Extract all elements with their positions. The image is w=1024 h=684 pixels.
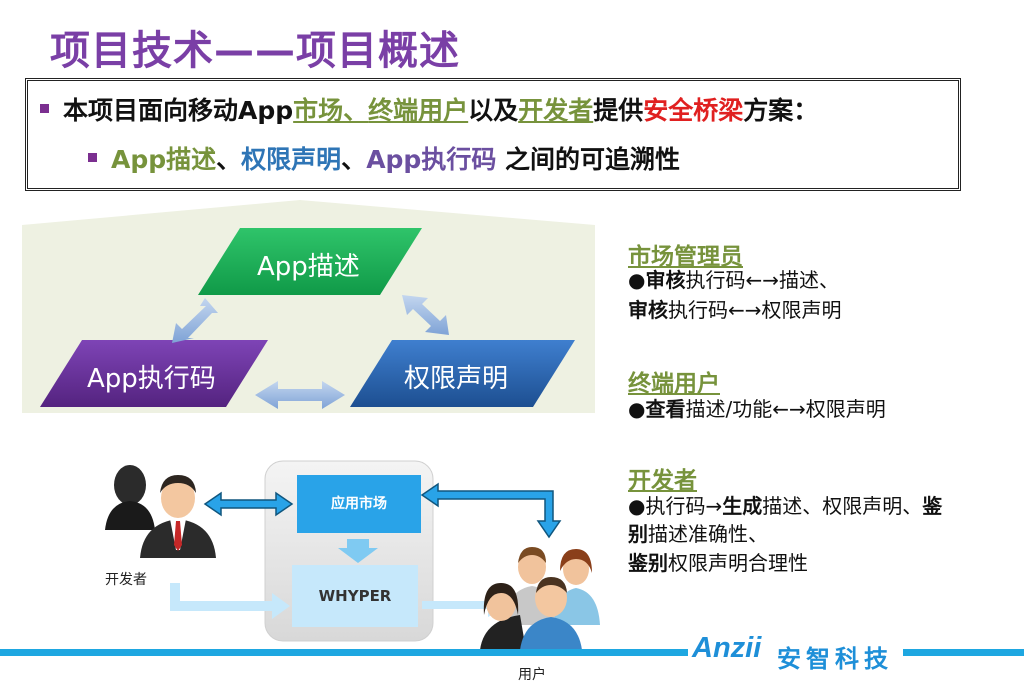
- app-code-shape: [40, 340, 268, 407]
- intro-bridge: 安全桥梁: [643, 96, 744, 125]
- end-user-title: 终端用户: [628, 371, 720, 397]
- brand-logo: Anzii: [692, 632, 762, 664]
- intro-text-4: 方案：: [743, 96, 819, 125]
- flow-diagram: [105, 460, 600, 650]
- market-user-arrow: [420, 482, 562, 539]
- double-arrow-icon: [255, 381, 345, 409]
- intro-text-3: 提供: [593, 96, 644, 125]
- whyper-label: WHYPER: [318, 587, 392, 605]
- page-title: 项目技术——项目概述: [50, 28, 460, 74]
- developer-line-3: 鉴别权限声明合理性: [628, 551, 808, 575]
- intro-enduser: 终端用户: [368, 96, 469, 125]
- market-admin-title: 市场管理员: [628, 244, 743, 270]
- intro-developer: 开发者: [518, 96, 594, 125]
- market-box: [297, 475, 421, 533]
- double-arrow-icon: [402, 295, 449, 335]
- sub-app-desc: App描述: [111, 145, 217, 174]
- brand-name: 安智科技: [777, 644, 893, 673]
- down-arrow-icon: [338, 539, 378, 563]
- traceability-diagram: [22, 200, 595, 413]
- market-admin-line-2: 审核执行码←→权限声明: [628, 298, 842, 322]
- user-caption: 用户: [518, 667, 546, 683]
- intro-market: 市场、: [293, 96, 369, 125]
- app-desc-shape: [198, 228, 422, 295]
- market-label: 应用市场: [331, 496, 387, 512]
- developer-whyper-arrow: [170, 583, 290, 619]
- bullet-icon: [88, 152, 97, 162]
- intro-text-2: 以及: [468, 96, 519, 125]
- app-desc-label: App描述: [257, 252, 360, 282]
- developer-caption: 开发者: [105, 572, 147, 588]
- permission-shape: [350, 340, 575, 407]
- double-arrow-icon: [203, 491, 294, 517]
- sub-sep-1: 、: [216, 145, 242, 174]
- developer-line-1: ●执行码→生成描述、权限声明、鉴: [628, 494, 943, 518]
- developer-line-2: 别描述准确性、: [628, 522, 768, 546]
- user-group-avatar: [480, 547, 600, 650]
- intro-box: [25, 78, 961, 191]
- permission-label: 权限声明: [404, 364, 509, 394]
- market-admin-line-1: ●审核执行码←→描述、: [628, 268, 839, 292]
- footer-line-left: [0, 649, 688, 656]
- developer-avatar: [105, 465, 216, 558]
- sub-permission: 权限声明: [241, 145, 342, 174]
- sub-sep-2: 、: [341, 145, 367, 174]
- whyper-box: [292, 565, 418, 627]
- developer-title: 开发者: [628, 468, 697, 494]
- intro-text-1: 本项目面向移动App: [63, 96, 294, 125]
- double-arrow-icon: [172, 298, 218, 343]
- sub-app-code: App执行码: [366, 145, 497, 174]
- bullet-icon: [40, 103, 49, 113]
- sub-line: App描述、权限声明、App执行码 之间的可追溯性: [88, 140, 680, 176]
- intro-line: 本项目面向移动App市场、终端用户以及开发者提供安全桥梁方案：: [40, 91, 818, 127]
- footer-line-right: [903, 649, 1024, 656]
- sub-text: 之间的可追溯性: [496, 145, 681, 174]
- end-user-line-1: ●查看描述/功能←→权限声明: [628, 397, 886, 421]
- app-code-label: App执行码: [87, 364, 216, 394]
